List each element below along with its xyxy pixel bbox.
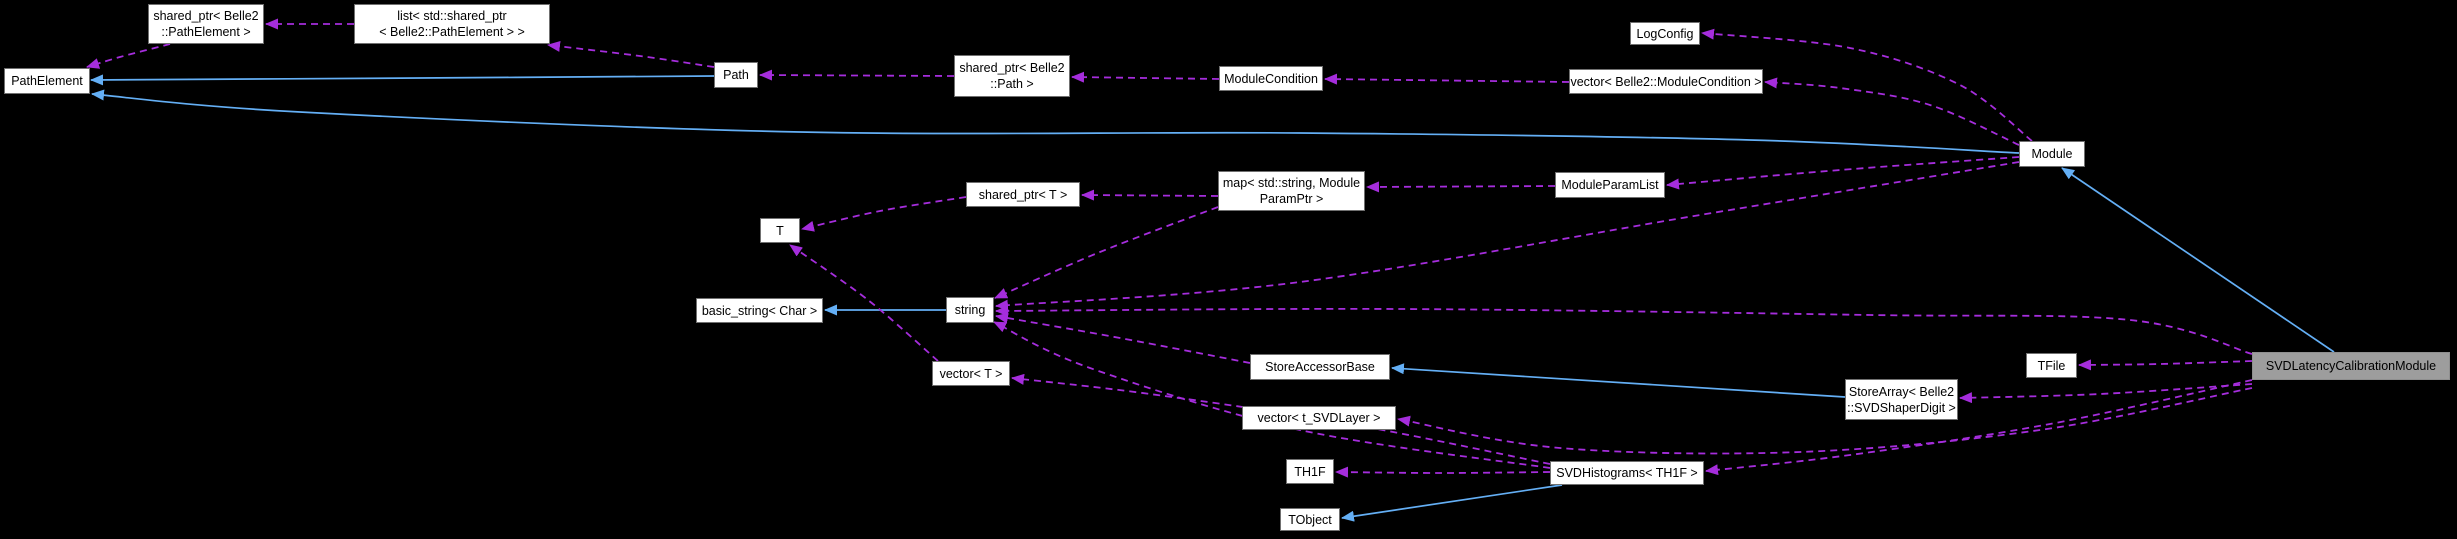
node-label: ModuleParamList <box>1561 178 1659 192</box>
node-label: vector< Belle2::ModuleCondition > <box>1570 74 1762 89</box>
node-pathelement[interactable]: PathElement <box>4 68 90 94</box>
node-label: ::SVDShaperDigit > <box>1847 400 1956 415</box>
node-module[interactable]: Module <box>2019 141 2085 167</box>
node-label: < Belle2::PathElement > > <box>379 25 525 39</box>
node-label: LogConfig <box>1636 26 1694 41</box>
edge-svdhistograms-th1f <box>1335 466 1551 478</box>
node-sp_pathelement[interactable]: shared_ptr< Belle2::PathElement > <box>148 4 264 44</box>
node-label: ::Path > <box>990 77 1034 91</box>
edge-module-string <box>995 161 2020 311</box>
node-string[interactable]: string <box>946 297 994 323</box>
node-label: vector< t_SVDLayer > <box>1257 411 1381 425</box>
node-label: map< std::string, Module <box>1222 176 1361 190</box>
node-list_sp_pathelement[interactable]: list< std::shared_ptr< Belle2::PathEleme… <box>354 4 550 44</box>
node-label: TH1F <box>1294 464 1326 479</box>
edge-moduleparamlist-map_moduleparamptr <box>1366 181 1556 193</box>
edge-modulecondition-sp_path <box>1071 71 1220 83</box>
node-path[interactable]: Path <box>714 62 758 88</box>
node-label: vector< T > <box>939 366 1003 381</box>
node-label: StoreArray< Belle2 <box>1848 384 1955 399</box>
node-vector_t_svdlayer[interactable]: vector< t_SVDLayer > <box>1242 406 1396 430</box>
node-label: basic_string< Char > <box>701 303 818 318</box>
node-label: StoreAccessorBase <box>1265 360 1375 374</box>
node-label: Path <box>723 68 749 82</box>
edge-path-list_sp_pathelement <box>547 40 715 68</box>
node-label: Module <box>2031 147 2073 161</box>
node-th1f[interactable]: TH1F <box>1286 459 1334 484</box>
edge-module-moduleparamlist <box>1666 156 2020 190</box>
edge-map_moduleparamptr-sp_t <box>1081 189 1219 201</box>
node-label: SVDLatencyCalibrationModule <box>2265 359 2437 373</box>
node-label: ParamPtr > <box>1259 192 1324 206</box>
node-label: shared_ptr< Belle2 <box>959 61 1065 75</box>
node-storeaccessorbase[interactable]: StoreAccessorBase <box>1250 354 1390 380</box>
node-label: shared_ptr< Belle2 <box>153 9 259 23</box>
node-tfile[interactable]: TFile <box>2026 353 2077 378</box>
node-vector_t[interactable]: vector< T > <box>932 361 1010 386</box>
node-basic_string[interactable]: basic_string< Char > <box>696 298 823 323</box>
node-label: TFile <box>2037 358 2066 373</box>
node-moduleparamlist[interactable]: ModuleParamList <box>1555 172 1665 198</box>
edge-storearray-storeaccessorbase <box>1391 363 1846 398</box>
node-label: SVDHistograms< TH1F > <box>1556 466 1698 480</box>
edge-module-logconfig <box>1701 28 2033 142</box>
node-svdlatency: SVDLatencyCalibrationModule <box>2252 352 2450 380</box>
edge-sp_pathelement-pathelement <box>86 43 171 69</box>
edge-sp_path-path <box>759 69 955 81</box>
edge-svdlatency-module <box>2061 167 2335 353</box>
edge-svdlatency-svdhistograms <box>1705 379 2253 476</box>
edge-svdlatency-vector_t_svdlayer <box>1397 387 2253 455</box>
node-sp_path[interactable]: shared_ptr< Belle2::Path > <box>954 55 1070 97</box>
node-tobject[interactable]: TObject <box>1280 508 1340 531</box>
node-t[interactable]: T <box>760 218 800 243</box>
edge-svdhistograms-tobject <box>1341 484 1563 522</box>
node-vector_modulecondition[interactable]: vector< Belle2::ModuleCondition > <box>1569 69 1763 94</box>
edge-map_moduleparamptr-string <box>994 206 1219 299</box>
node-modulecondition[interactable]: ModuleCondition <box>1219 66 1323 91</box>
edge-svdlatency-tfile <box>2078 359 2253 371</box>
edge-svdlatency-storearray <box>1959 383 2253 404</box>
edge-sp_t-t <box>801 196 967 232</box>
edge-storeaccessorbase-string <box>995 312 1251 364</box>
node-label: PathElement <box>11 74 83 88</box>
edge-module-vector_modulecondition <box>1764 77 2020 146</box>
edge-module-pathelement <box>91 89 2020 154</box>
node-sp_t[interactable]: shared_ptr< T > <box>966 182 1080 207</box>
node-logconfig[interactable]: LogConfig <box>1630 22 1700 45</box>
node-label: T <box>776 223 784 238</box>
node-label: list< std::shared_ptr <box>397 9 507 23</box>
edge-vector_modulecondition-modulecondition <box>1324 73 1570 85</box>
node-svdhistograms[interactable]: SVDHistograms< TH1F > <box>1550 461 1704 485</box>
node-label: ModuleCondition <box>1224 71 1318 86</box>
edge-path-pathelement <box>90 74 715 86</box>
node-label: TObject <box>1288 512 1332 527</box>
node-label: shared_ptr< T > <box>978 187 1068 202</box>
node-storearray[interactable]: StoreArray< Belle2::SVDShaperDigit > <box>1845 379 1958 420</box>
edge-svdlatency-string <box>995 305 2253 355</box>
node-label: string <box>954 303 986 317</box>
node-label: ::PathElement > <box>161 25 251 39</box>
